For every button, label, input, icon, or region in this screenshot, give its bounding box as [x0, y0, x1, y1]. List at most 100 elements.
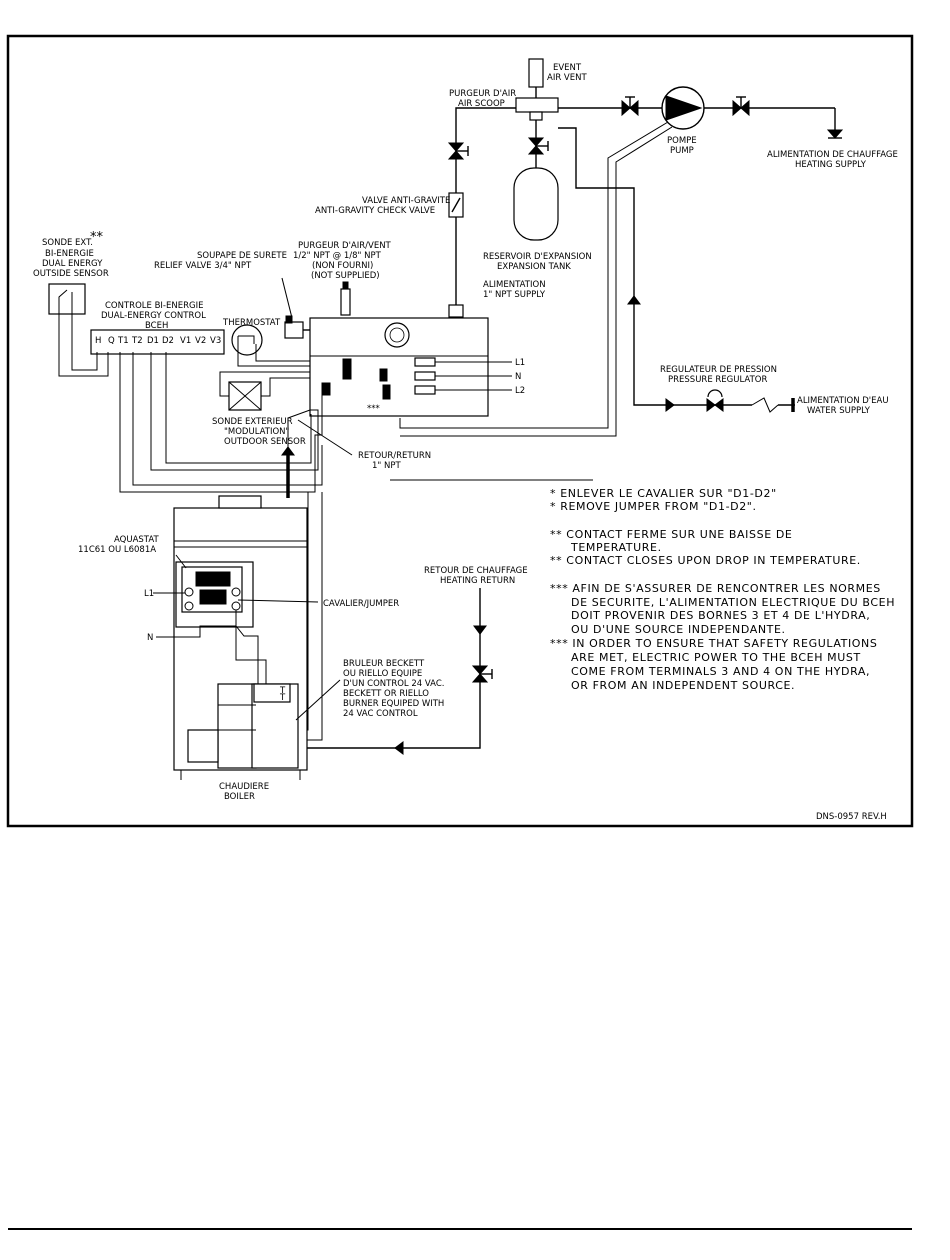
purgeur-vent	[340, 281, 351, 316]
bruleur-2: OU RIELLO EQUIPE	[343, 669, 422, 679]
outside-sensor-label: OUTSIDE SENSOR	[33, 269, 109, 279]
note-line-5: ** CONTACT CLOSES UPON DROP IN TEMPERATU…	[550, 554, 861, 567]
thermostat-label: THERMOSTAT	[222, 318, 281, 328]
air-scoop	[515, 97, 559, 121]
bruleur-1: BRULEUR BECKETT	[343, 659, 425, 669]
note-line-7: DE SECURITE, L'ALIMENTATION ELECTRIQUE D…	[571, 596, 895, 609]
l2-label: L2	[515, 386, 525, 396]
note-line-9: OU D'UNE SOURCE INDEPENDANTE.	[571, 623, 786, 636]
supply-valve-2	[732, 96, 750, 117]
note-line-4: TEMPERATURE.	[570, 541, 662, 554]
note-line-6: *** AFIN DE S'ASSURER DE RENCONTRER LES …	[550, 582, 881, 595]
air-vent	[528, 58, 544, 98]
anti-gravity-valve-upper	[447, 142, 469, 160]
note-line-12: COME FROM TERMINALS 3 AND 4 ON THE HYDRA…	[571, 665, 870, 678]
bi-energie-label: BI-ENERGIE	[45, 249, 94, 259]
terminal-v2: V2	[195, 336, 206, 346]
note-line-11: ARE MET, ELECTRIC POWER TO THE BCEH MUST	[571, 651, 861, 664]
relief-valve-label: RELIEF VALVE 3/4" NPT	[154, 261, 252, 271]
notes-block: * ENLEVER LE CAVALIER SUR "D1-D2" * REMO…	[550, 487, 895, 692]
non-fourni-label: (NON FOURNI)	[312, 261, 373, 271]
footer-rule	[8, 1228, 912, 1230]
heating-return-label: HEATING RETURN	[440, 576, 515, 586]
terminal-v3: V3	[210, 336, 221, 346]
boiler-n-label: N	[147, 633, 153, 643]
heating-supply-label: HEATING SUPPLY	[795, 160, 867, 170]
burner-t-top: T	[279, 686, 286, 696]
expansion-tank	[513, 167, 559, 241]
dual-energy-control	[90, 329, 225, 355]
bceh-label: BCEH	[145, 321, 168, 331]
drawing-frame	[6, 34, 914, 828]
check-valve	[448, 192, 464, 218]
boiler-label: BOILER	[224, 792, 255, 802]
npt-one-label: 1" NPT	[372, 461, 402, 471]
aquastat-label: AQUASTAT	[114, 535, 159, 545]
note-line-3: ** CONTACT FERME SUR UNE BAISSE DE	[550, 528, 792, 541]
pressure-regulator-label: PRESSURE REGULATOR	[668, 375, 767, 385]
pressure-regulator	[665, 389, 724, 412]
purgeur-air-label: PURGEUR D'AIR	[449, 89, 516, 99]
reservoir-label: RESERVOIR D'EXPANSION	[483, 252, 592, 262]
outside-sensor	[48, 283, 86, 315]
note-line-10: *** IN ORDER TO ENSURE THAT SAFETY REGUL…	[550, 637, 877, 650]
note-line-8: DOIT PROVENIR DES BORNES 3 ET 4 DE L'HYD…	[571, 609, 870, 622]
terminal-h: H	[95, 336, 101, 346]
terminal-q: Q	[108, 336, 115, 346]
purgeur-vent-label: PURGEUR D'AIR/VENT	[298, 241, 392, 251]
sonde-exterieur-label: SONDE EXTERIEUR	[212, 417, 293, 427]
return-valve	[471, 665, 493, 683]
npt-supply-label: 1" NPT SUPPLY	[483, 290, 546, 300]
dual-energy-control-label: DUAL-ENERGY CONTROL	[101, 311, 206, 321]
l1-label: L1	[515, 358, 525, 368]
air-scoop-label: AIR SCOOP	[458, 99, 505, 109]
note-line-2: * REMOVE JUMPER FROM "D1-D2".	[550, 500, 757, 513]
soupape-label: SOUPAPE DE SURETE	[197, 251, 287, 261]
terminal-v1: V1	[180, 336, 191, 346]
outdoor-sensor-label: OUTDOOR SENSOR	[224, 437, 306, 447]
expansion-tank-label: EXPANSION TANK	[497, 262, 571, 272]
terminal-t1: T1	[117, 336, 129, 346]
terminal-d2: D2	[162, 336, 174, 346]
terminal-t2: T2	[131, 336, 143, 346]
aquastat-model-label: 11C61 OU L6081A	[78, 545, 156, 555]
tank-valve	[527, 137, 549, 155]
bruleur-4: BECKETT OR RIELLO	[343, 689, 429, 699]
modulation-label: "MODULATION"	[224, 427, 290, 437]
bruleur-5: BURNER EQUIPED WITH	[343, 699, 444, 709]
burner	[187, 683, 299, 769]
return-arrow	[281, 446, 295, 456]
retour-chauffage-label: RETOUR DE CHAUFFAGE	[424, 566, 528, 576]
n-label: N	[515, 372, 521, 382]
double-star-mark: **	[90, 230, 104, 245]
aquastat	[175, 561, 254, 628]
relief-valve	[284, 315, 310, 339]
note-line-1: * ENLEVER LE CAVALIER SUR "D1-D2"	[550, 487, 777, 500]
alim-chauffage-label: ALIMENTATION DE CHAUFFAGE	[767, 150, 898, 160]
hydra-control-box	[309, 317, 489, 417]
not-supplied-label: (NOT SUPPLIED)	[311, 271, 380, 281]
bruleur-6: 24 VAC CONTROL	[343, 709, 418, 719]
alim-eau-label: ALIMENTATION D'EAU	[797, 396, 889, 406]
terminal-d1: D1	[147, 336, 159, 346]
sonde-ext-label: SONDE EXT.	[42, 238, 93, 248]
triple-star-mark: ***	[367, 404, 380, 414]
outdoor-modulation-sensor	[228, 381, 262, 411]
cavalier-label: CAVALIER/JUMPER	[323, 599, 399, 609]
supply-fitting	[448, 304, 464, 318]
valve-anti-gravite-label: VALVE ANTI-GRAVITE	[362, 196, 450, 206]
pump-label: PUMP	[670, 146, 694, 156]
retour-return-label: RETOUR/RETURN	[358, 451, 431, 461]
pump	[661, 86, 705, 130]
alimentation-label: ALIMENTATION	[483, 280, 546, 290]
controle-bi-label: CONTROLE BI-ENERGIE	[105, 301, 203, 311]
heating-supply-arrow	[826, 129, 844, 139]
boiler-l1-label: L1	[144, 589, 154, 599]
npt-half-label: 1/2" NPT @ 1/8" NPT	[293, 251, 382, 261]
event-label: EVENT	[553, 63, 582, 73]
return-left-arrow	[394, 741, 404, 755]
pompe-label: POMPE	[667, 136, 697, 146]
anti-gravity-label: ANTI-GRAVITY CHECK VALVE	[315, 206, 435, 216]
burner-t-bottom: T	[279, 693, 286, 703]
